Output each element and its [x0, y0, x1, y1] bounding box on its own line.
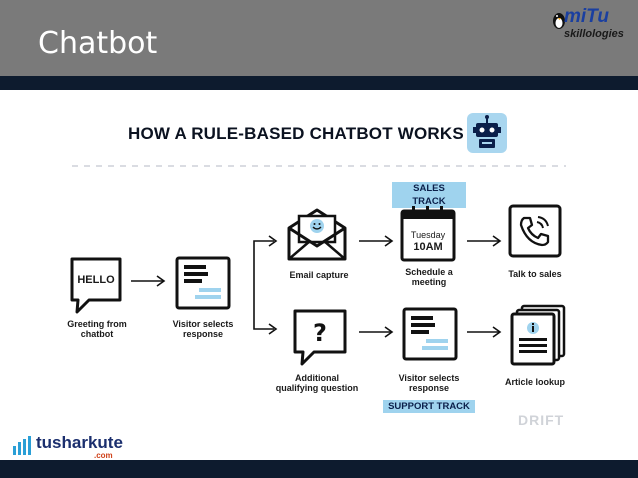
- header-divider-band: [0, 76, 638, 90]
- arrow-icon: [467, 235, 502, 247]
- arrow-icon: [359, 235, 394, 247]
- calendar-day-text: Tuesday: [410, 230, 446, 240]
- sales-track-tag: SALES TRACK: [392, 182, 466, 208]
- svg-text:?: ?: [313, 319, 327, 347]
- drift-watermark: DRIFT: [518, 412, 565, 428]
- schedule-meeting-label: Schedule a meeting: [405, 267, 453, 287]
- mitu-logo: miTu skillologies: [552, 6, 632, 46]
- tusharkute-brand: tusharkute: [14, 433, 123, 453]
- support-track-tag: SUPPORT TRACK: [383, 400, 475, 413]
- calendar-icon: [400, 206, 456, 262]
- additional-question-label: Additional qualifying question: [275, 373, 359, 393]
- calendar-time-text: 10AM: [413, 241, 443, 253]
- arrow-icon: [467, 326, 502, 338]
- email-capture-label: Email capture: [289, 270, 349, 280]
- header-bar: Chatbot miTu skillologies: [0, 0, 638, 76]
- dashed-separator: [72, 165, 566, 167]
- chatbot-diagram: HOW A RULE-BASED CHATBOT WORKS SALES TRA…: [0, 90, 638, 460]
- greeting-bubble-text: HELLO: [77, 274, 115, 286]
- logo-sub-text: skillologies: [564, 28, 624, 40]
- page-title: Chatbot: [38, 26, 158, 61]
- arrow-icon: [131, 275, 166, 287]
- diagram-title: HOW A RULE-BASED CHATBOT WORKS: [128, 124, 464, 143]
- arrow-icon: [359, 326, 394, 338]
- logo-main-text: miTu: [564, 6, 610, 27]
- response-options-icon: [175, 256, 231, 310]
- article-stack-icon: [510, 304, 566, 366]
- email-envelope-icon: [287, 208, 347, 261]
- branch-arrows-icon: [253, 235, 278, 335]
- talk-to-sales-label: Talk to sales: [508, 269, 562, 279]
- robot-icon: [467, 113, 507, 153]
- visitor-selects-label: Visitor selects response: [172, 319, 234, 339]
- response-options-icon: [402, 307, 458, 361]
- greeting-bubble-icon: [70, 257, 122, 314]
- brand-suffix: .com: [94, 451, 113, 460]
- article-lookup-label: Article lookup: [504, 377, 565, 387]
- penguin-icon: [553, 13, 565, 29]
- question-bubble-icon: ?: [293, 309, 347, 366]
- greeting-label: Greeting from chatbot: [67, 319, 127, 339]
- footer-band: [0, 460, 638, 478]
- visitor-selects-label-2: Visitor selects response: [398, 373, 460, 393]
- tusharkute-logo-icon: [13, 436, 31, 455]
- phone-icon: [508, 204, 562, 258]
- brand-name: tusharkute: [36, 433, 123, 452]
